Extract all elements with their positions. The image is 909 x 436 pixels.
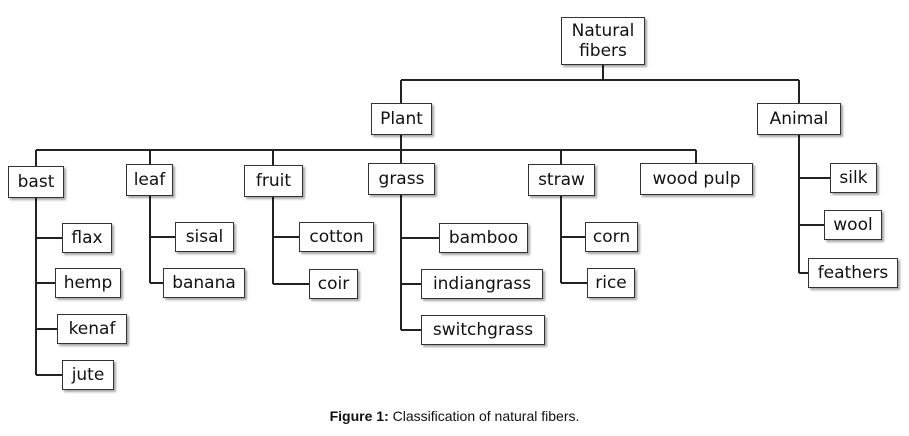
figure-caption-label: Figure 1: [329,408,389,424]
leaf-node-kenaf: kenaf [57,314,127,344]
fiber-classification-diagram: Natural fibers Plant Animal bast leaf fr… [8,17,898,390]
category-node-animal: Animal [757,103,841,135]
leaf-node-switchgrass: switchgrass [421,315,545,345]
leaf-node-wool: wool [824,210,882,240]
figure-caption-text: Classification of natural fibers. [392,408,580,424]
figure-caption: Figure 1: Classification of natural fibe… [0,408,909,424]
leaf-node-banana: banana [163,268,245,298]
root-node-natural-fibers: Natural fibers [561,17,645,65]
leaf-node-jute: jute [62,360,114,390]
leaf-node-bamboo: bamboo [439,223,528,253]
category-node-plant: Plant [371,103,432,135]
group-node-leaf: leaf [126,164,173,196]
leaf-node-hemp: hemp [55,268,121,298]
leaf-node-silk: silk [830,163,877,193]
group-node-fruit: fruit [244,165,303,197]
connector-lines [35,65,830,376]
leaf-node-rice: rice [587,268,635,298]
leaf-node-cotton: cotton [299,222,374,252]
leaf-node-flax: flax [62,223,112,253]
leaf-node-coir: coir [309,269,358,299]
leaf-node-corn: corn [585,222,638,252]
leaf-node-feathers: feathers [808,258,898,288]
leaf-node-sisal: sisal [175,222,234,252]
leaf-node-indiangrass: indiangrass [421,269,543,299]
group-node-bast: bast [8,166,64,198]
group-node-wood-pulp: wood pulp [640,163,753,195]
group-node-grass: grass [368,163,435,195]
group-node-straw: straw [528,164,595,196]
